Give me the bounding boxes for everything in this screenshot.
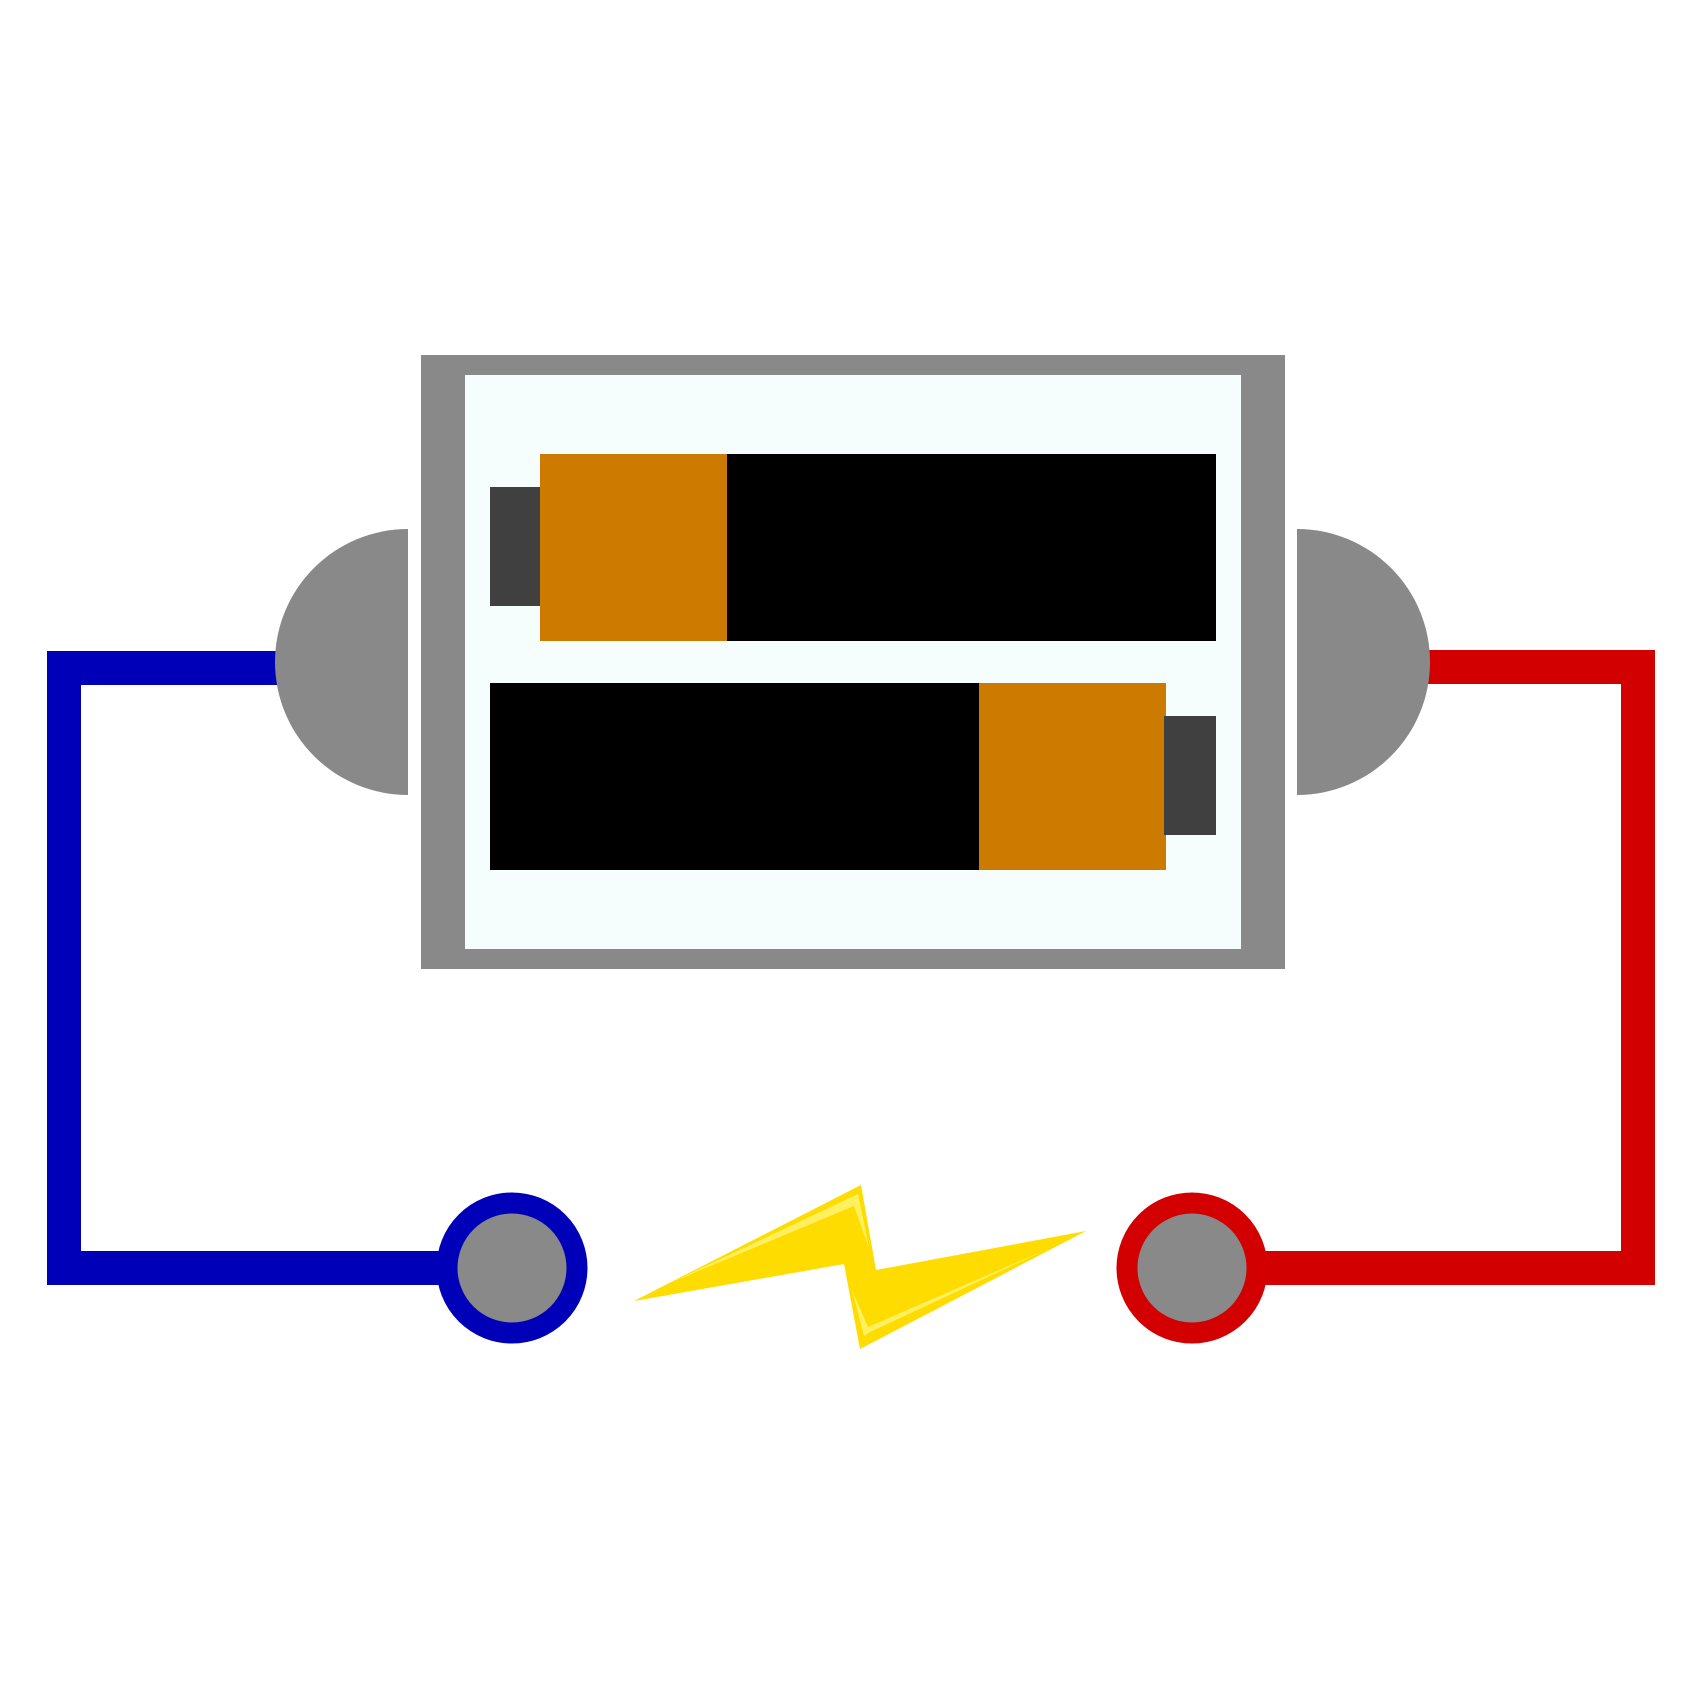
battery-top-cap xyxy=(540,454,727,641)
left-contact xyxy=(275,529,408,795)
battery-icon xyxy=(490,683,1216,870)
battery-bottom-cap xyxy=(979,683,1166,870)
negative-node xyxy=(436,1192,588,1344)
positive-wire xyxy=(1235,650,1655,1285)
battery-icon xyxy=(490,454,1216,641)
spark-highlight-upper xyxy=(672,1194,869,1282)
spark-highlight-lower xyxy=(852,1248,1050,1336)
battery-holder-icon xyxy=(421,355,1285,969)
spark-main xyxy=(634,1185,1086,1349)
right-contact xyxy=(1297,529,1430,795)
negative-wire xyxy=(47,651,450,1285)
battery-top-terminal xyxy=(490,487,542,606)
positive-node xyxy=(1116,1192,1268,1344)
lightning-bolt-icon xyxy=(634,1185,1086,1349)
battery-bottom-terminal xyxy=(1164,716,1216,835)
